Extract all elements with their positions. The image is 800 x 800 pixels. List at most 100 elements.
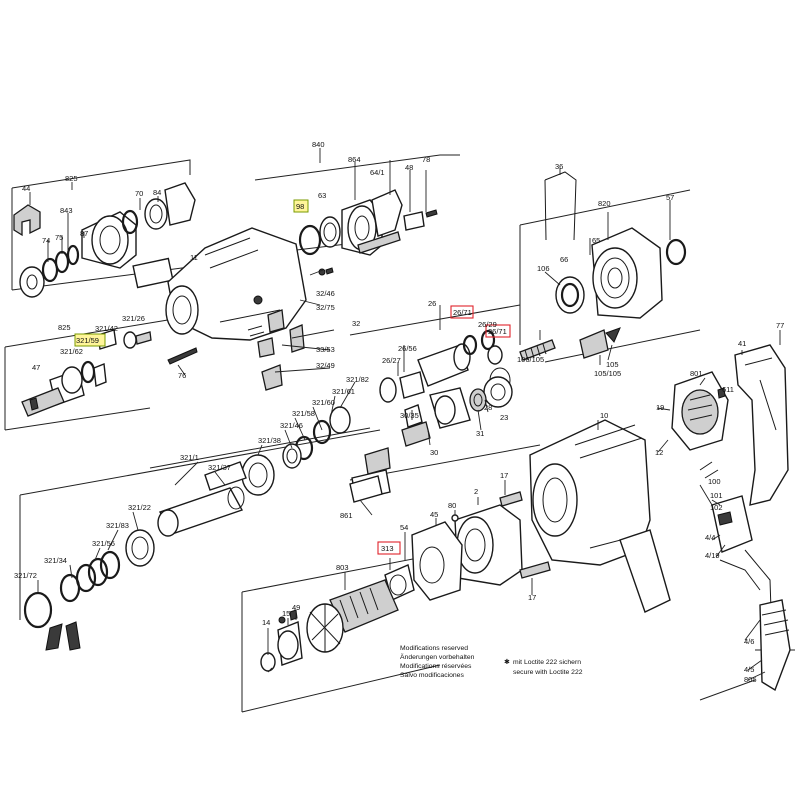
part-66-ring xyxy=(555,276,585,314)
gear-820-group xyxy=(544,171,687,359)
label-32: 32 xyxy=(352,319,360,328)
label-321-22: 321/22 xyxy=(128,503,151,512)
label-105-105: 105/105 xyxy=(594,369,621,378)
label-63: 63 xyxy=(318,191,326,200)
part-64-1 xyxy=(371,189,403,237)
highlight-26-71-a xyxy=(450,305,474,319)
highlight-98 xyxy=(293,199,309,213)
label-76: 76 xyxy=(178,371,186,380)
label-805: 805 xyxy=(744,675,757,684)
part-80 xyxy=(451,514,459,522)
label-861: 861 xyxy=(340,511,353,520)
label-54: 54 xyxy=(400,523,408,532)
highlight-313 xyxy=(377,541,401,555)
part-shaft xyxy=(357,231,401,254)
label-321-62: 321/62 xyxy=(60,347,83,356)
label-77: 77 xyxy=(776,321,784,330)
label-321-42: 321/42 xyxy=(95,324,118,333)
part-11-plate xyxy=(132,257,174,289)
part-98-ring xyxy=(298,224,322,256)
label-4-5: 4/5 xyxy=(744,665,754,674)
part-321-72 xyxy=(23,591,53,629)
label-84: 84 xyxy=(153,188,161,197)
part-41-handle xyxy=(734,344,789,506)
highlight-26-71-b xyxy=(485,324,511,338)
part-45-baffle xyxy=(411,521,463,601)
label-611: 611 xyxy=(722,385,734,394)
label-321-61: 321/61 xyxy=(332,387,355,396)
note-modifications-2: Änderungen vorbehalten xyxy=(400,653,475,661)
note-loctite-de: mit Loctite 222 sichern xyxy=(513,659,581,666)
label-803: 803 xyxy=(336,563,349,572)
label-321-72: 321/72 xyxy=(14,571,37,580)
label-70: 70 xyxy=(135,189,143,198)
label-32-75: 32/75 xyxy=(316,303,335,312)
gear-housing-group xyxy=(165,189,438,391)
label-30: 30 xyxy=(430,448,438,457)
motor-group xyxy=(260,491,551,672)
leader-lines xyxy=(29,148,781,681)
label-15: 15 xyxy=(282,609,290,618)
label-26-71-b: 26/71 xyxy=(488,327,507,336)
label-321-59: 321/59 xyxy=(76,336,99,345)
note-modifications-1: Modifications reserved xyxy=(400,645,468,652)
label-32-46: 32/46 xyxy=(316,289,335,298)
loctite-marker-icon: ✱ xyxy=(504,658,510,666)
impact-group xyxy=(349,329,556,503)
label-80: 80 xyxy=(448,501,456,510)
part-front-housing-cap xyxy=(164,182,196,226)
part-chuck-front xyxy=(19,266,45,298)
label-321-60: 321/60 xyxy=(312,398,335,407)
label-840: 840 xyxy=(312,140,325,149)
label-26-27: 26/27 xyxy=(382,356,401,365)
part-805-cable-guard xyxy=(759,599,791,692)
note-modifications-3: Modifications réservées xyxy=(400,663,472,670)
label-48: 48 xyxy=(405,163,413,172)
label-321-37: 321/37 xyxy=(208,463,231,472)
label-321-58: 321/58 xyxy=(292,409,315,418)
tool-holder-group xyxy=(23,406,351,651)
label-106-105: 106/105 xyxy=(517,355,544,364)
label-47: 47 xyxy=(32,363,40,372)
label-2: 2 xyxy=(474,487,478,496)
part-321-83 xyxy=(125,529,155,567)
label-105: 105 xyxy=(606,360,619,369)
label-321-83: 321/83 xyxy=(106,521,129,530)
label-17-a: 17 xyxy=(500,471,508,480)
part-70-ring xyxy=(121,209,139,235)
label-26-71-a: 26/71 xyxy=(453,308,472,317)
label-820: 820 xyxy=(598,199,611,208)
part-76-screw xyxy=(167,347,198,365)
part-44-clip xyxy=(13,204,41,237)
label-14: 14 xyxy=(262,618,270,627)
label-26-29: 26/29 xyxy=(478,320,497,329)
label-4-4: 4/4 xyxy=(705,533,715,542)
label-66: 66 xyxy=(560,255,568,264)
motor-housing-group xyxy=(529,344,791,692)
label-4-6: 4/6 xyxy=(744,637,754,646)
part-14 xyxy=(260,652,276,672)
part-57-ring xyxy=(665,238,687,266)
label-33-53: 33/53 xyxy=(316,345,335,354)
label-11: 11 xyxy=(190,253,198,262)
part-labels: 44 825 843 74 75 87 70 84 11 840 864 48 … xyxy=(14,140,784,684)
part-74-ring xyxy=(41,257,59,283)
label-843: 843 xyxy=(60,206,73,215)
label-23: 23 xyxy=(500,413,508,422)
label-4-19: 4/19 xyxy=(705,551,720,560)
chuck-group xyxy=(13,182,196,298)
part-321-38 xyxy=(241,454,275,496)
group-frames xyxy=(4,154,795,713)
label-321-26: 321/26 xyxy=(122,314,145,323)
label-28: 28 xyxy=(484,403,492,412)
label-10: 10 xyxy=(600,411,608,420)
label-321-38: 321/38 xyxy=(258,436,281,445)
note-loctite-en: secure with Loctite 222 xyxy=(513,669,583,676)
highlight-321-59 xyxy=(74,333,106,347)
note-modifications-4: Salvo modificaciones xyxy=(400,672,464,679)
label-32-49: 32/49 xyxy=(316,361,335,370)
label-87: 87 xyxy=(80,229,88,238)
label-825-b: 825 xyxy=(58,323,71,332)
label-106: 106 xyxy=(537,264,550,273)
label-102: 102 xyxy=(710,503,723,512)
